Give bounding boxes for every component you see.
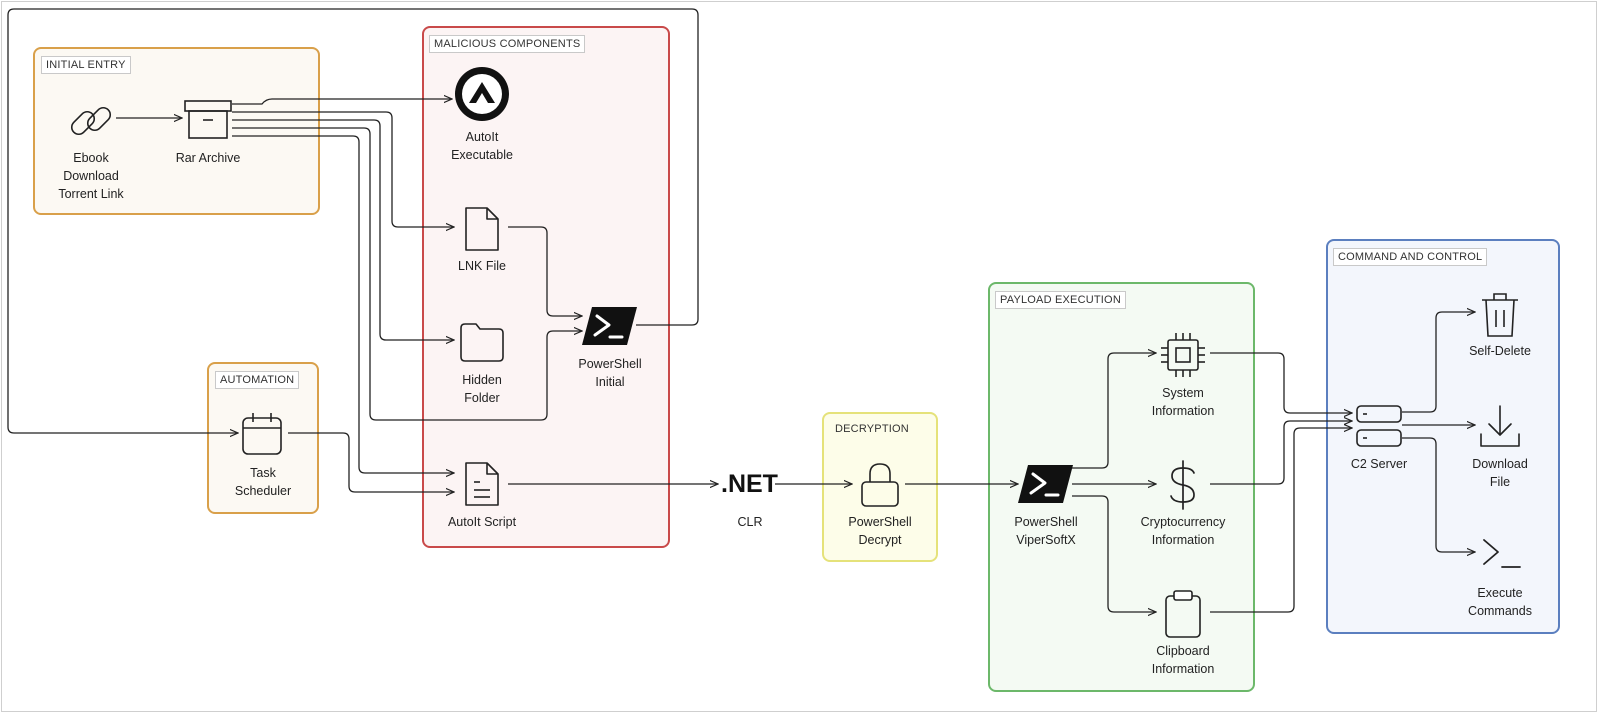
lock-icon [861,463,899,507]
powershell-icon-vipersoftx [1018,465,1073,503]
terminal-prompt-icon [1483,539,1521,568]
cpu-chip-icon [1161,333,1205,377]
panel-command-and-control [1326,239,1560,634]
arrow-rar-to-hidden-folder [232,119,454,340]
label-c2-server: C2 Server [1350,457,1408,471]
arrow-rar-to-autoit-script [232,135,454,473]
label-autoit-executable: AutoIt Executable [451,130,513,162]
dollar-sign-icon [1170,460,1195,510]
server-icon [1356,405,1402,447]
script-file-icon [465,462,499,506]
arrow-vipersoftx-to-system-info [1072,353,1156,469]
arrow-c2-to-execute-commands [1402,437,1475,552]
folder-icon [460,323,504,362]
label-cryptocurrency-information: Cryptocurrency Information [1140,515,1226,547]
label-hidden-folder: Hidden Folder [462,373,502,405]
calendar-icon [242,413,282,455]
panel-payload-execution [988,282,1255,692]
label-download-file: Download File [1472,457,1528,489]
label-clr: CLR [737,515,763,529]
arrow-task-scheduler-to-autoit-script [288,432,454,492]
label-ebook-download-torrent-link: Ebook Download Torrent Link [58,151,124,201]
dotnet-logo: .NET [721,470,778,498]
arrow-vipersoftx-to-clipboard-info [1072,495,1156,612]
label-task-scheduler: Task Scheduler [234,466,292,498]
arrow-crypto-info-to-c2 [1210,421,1352,485]
label-system-information: System Information [1151,386,1215,418]
label-lnk-file: LNK File [458,259,506,273]
panel-title-decryption: DECRYPTION [835,423,909,435]
label-powershell-decrypt: PowerShell Decrypt [848,515,912,547]
arrow-system-info-to-c2 [1210,352,1352,413]
clipboard-icon [1165,590,1201,638]
panel-title-automation: AUTOMATION [215,371,300,389]
label-rar-archive: Rar Archive [175,151,241,165]
arrow-lnk-to-ps-initial [508,226,582,316]
label-powershell-initial: PowerShell Initial [578,357,642,389]
download-icon [1480,405,1520,447]
arrow-rar-to-lnk [232,111,454,227]
label-autoit-script: AutoIt Script [447,515,517,529]
label-clipboard-information: Clipboard Information [1151,644,1215,676]
arrow-rar-to-autoit-exe [232,99,452,105]
panel-title-malicious-components: MALICIOUS COMPONENTS [429,35,586,53]
panel-initial-entry [33,47,320,215]
arrow-ps-initial-loop-to-task-scheduler [7,8,699,433]
link-icon [70,106,112,136]
panel-title-command-and-control: COMMAND AND CONTROL [1333,248,1488,266]
trash-icon [1482,293,1518,337]
arrow-clipboard-info-to-c2 [1210,428,1352,613]
arrow-c2-to-self-delete [1402,312,1475,413]
panel-title-initial-entry: INITIAL ENTRY [41,56,131,74]
label-execute-commands: Execute Commands [1468,586,1532,618]
label-powershell-vipersoftx: PowerShell ViperSoftX [1014,515,1078,547]
file-icon [465,207,499,251]
archive-box-icon [184,100,232,139]
arrow-rar-to-ps-initial [232,127,582,421]
autoit-logo-icon [455,67,509,121]
panel-decryption [822,412,938,562]
panel-title-payload-execution: PAYLOAD EXECUTION [995,291,1126,309]
label-self-delete: Self-Delete [1469,344,1531,358]
powershell-icon [582,307,637,345]
